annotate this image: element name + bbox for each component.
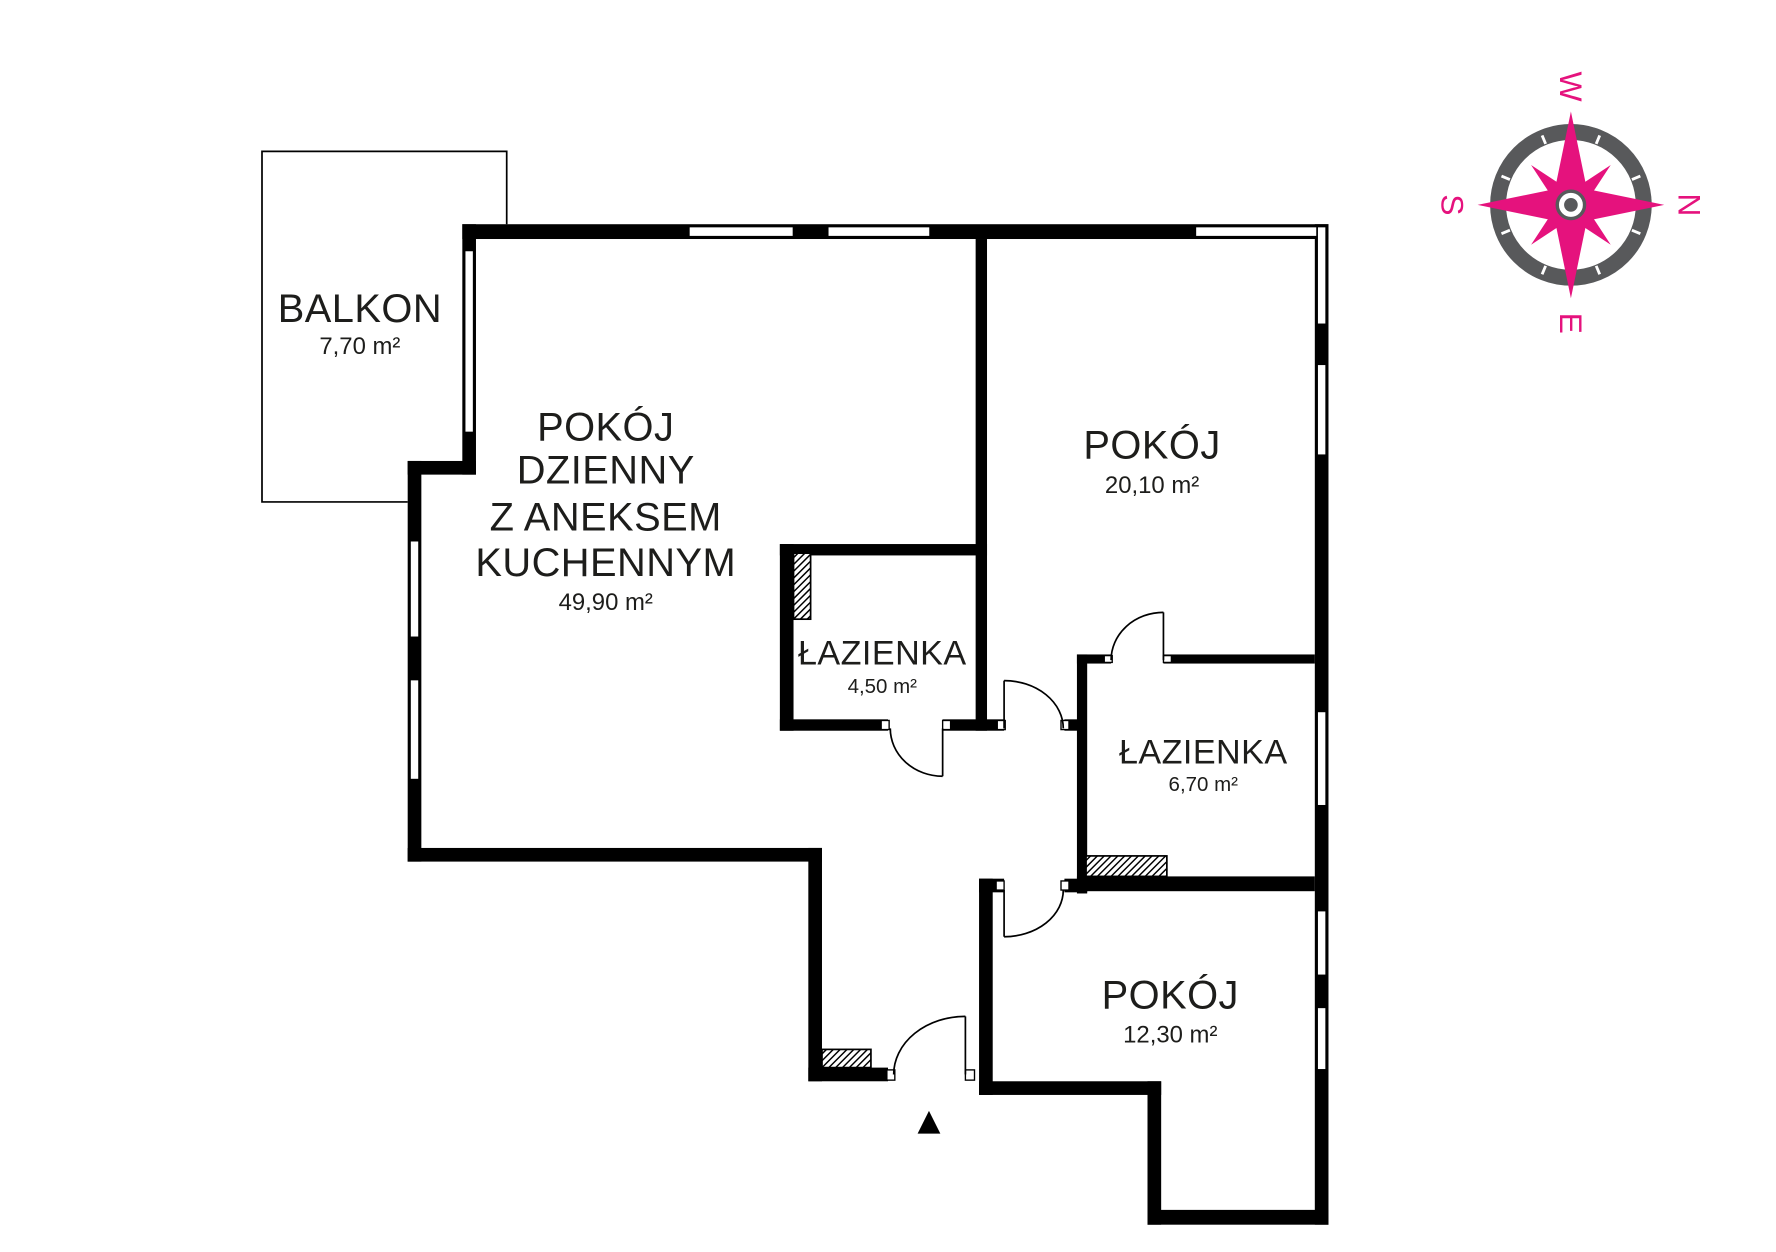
room-area: 4,50 m² <box>848 675 918 698</box>
exterior-wall <box>407 460 476 475</box>
room-label-bathroom-small: ŁAZIENKA 4,50 m² <box>798 635 967 698</box>
door-bathroom-small <box>889 728 944 778</box>
ventilation-shaft <box>821 1048 872 1069</box>
door-bathroom-large <box>1110 611 1165 661</box>
ventilation-shaft <box>1085 855 1168 878</box>
shaft-outline <box>792 552 812 621</box>
interior-wall <box>779 544 988 556</box>
interior-wall <box>1076 654 1088 894</box>
door-jamb <box>996 719 1006 731</box>
door-jamb <box>1060 880 1070 891</box>
interior-wall <box>1076 654 1112 664</box>
door-entrance <box>892 1015 967 1075</box>
window <box>826 225 931 238</box>
compass-ticks <box>1500 134 1641 275</box>
compass-west: W <box>1553 71 1589 101</box>
hatch-icon <box>821 1048 872 1069</box>
door-jamb <box>995 880 1005 891</box>
window <box>463 249 475 434</box>
door-room-20 <box>1003 679 1065 729</box>
room-area: 7,70 m² <box>319 333 400 360</box>
exterior-wall <box>979 878 993 1095</box>
door-jamb <box>941 719 952 731</box>
ventilation-shaft <box>792 552 812 621</box>
room-label-bathroom-large: ŁAZIENKA 6,70 m² <box>1119 734 1288 796</box>
window <box>1316 710 1328 807</box>
window <box>1316 363 1328 457</box>
door-swing-arc <box>889 728 943 778</box>
room-area: 20,10 m² <box>1105 472 1199 499</box>
door-jamb <box>1162 654 1173 664</box>
room-name: POKÓJ <box>537 404 674 449</box>
room-name: ŁAZIENKA <box>798 635 967 673</box>
window <box>409 678 420 781</box>
room-label-room-12: POKÓJ 12,30 m² <box>1102 972 1239 1048</box>
shaft-outline <box>821 1048 872 1069</box>
room-label-balcony: BALKON 7,70 m² <box>278 287 442 360</box>
exterior-wall <box>808 847 822 1082</box>
window <box>1316 1006 1328 1071</box>
room-name: KUCHENNYM <box>475 541 736 585</box>
interior-wall <box>1163 654 1315 664</box>
window <box>1316 225 1328 326</box>
windows <box>409 225 1328 1071</box>
door-swing-arc <box>1004 890 1065 938</box>
room-name: DZIENNY <box>517 449 695 493</box>
interior-wall <box>975 239 988 731</box>
window <box>1316 909 1328 977</box>
door-jamb <box>1060 719 1070 731</box>
exterior-wall <box>1147 1209 1329 1225</box>
hatch-icon <box>1085 855 1168 877</box>
interior-wall <box>779 719 888 731</box>
door-room-12 <box>1003 890 1065 938</box>
window <box>1194 225 1328 238</box>
interior-walls <box>779 239 1315 894</box>
room-area: 49,90 m² <box>559 589 653 616</box>
compass-north: N <box>1671 193 1707 216</box>
compass-center-dot <box>1564 198 1578 212</box>
room-area: 12,30 m² <box>1123 1022 1217 1049</box>
window <box>409 539 420 639</box>
exterior-wall <box>979 1081 1162 1095</box>
door-jamb <box>964 1069 976 1081</box>
balcony-outline <box>261 150 508 503</box>
room-name: BALKON <box>278 287 442 331</box>
door-jamb <box>880 719 890 731</box>
door-jambs <box>880 654 1173 1081</box>
room-name: POKÓJ <box>1102 972 1239 1017</box>
exterior-wall <box>407 460 422 862</box>
room-name: Z ANEKSEM <box>490 495 722 539</box>
hatch-icon <box>793 552 812 620</box>
door-swing-arc <box>892 1015 966 1075</box>
door-jamb <box>886 1069 896 1081</box>
interior-wall <box>1064 878 1088 893</box>
room-area: 6,70 m² <box>1169 773 1239 796</box>
compass-east: E <box>1553 313 1589 334</box>
interior-wall <box>1064 719 1087 731</box>
door-swing-arc <box>1110 611 1164 661</box>
door-swing-arc <box>1004 679 1065 729</box>
exterior-wall <box>407 847 822 862</box>
door-jamb <box>1103 654 1113 664</box>
room-label-living-room: POKÓJ DZIENNY Z ANEKSEM KUCHENNYM 49,90 … <box>475 404 736 616</box>
compass-rose-icon: N E S W <box>1435 71 1708 333</box>
room-name: POKÓJ <box>1083 423 1220 468</box>
interior-wall <box>942 719 1005 731</box>
interior-wall <box>1076 876 1315 892</box>
room-name: ŁAZIENKA <box>1119 734 1288 772</box>
window <box>687 225 795 238</box>
interior-wall <box>779 544 794 731</box>
exterior-wall <box>1147 1081 1162 1225</box>
room-label-room-20: POKÓJ 20,10 m² <box>1083 423 1220 499</box>
compass-south: S <box>1435 194 1471 215</box>
exterior-wall <box>808 1067 888 1082</box>
entrance-arrow-icon <box>917 1110 941 1134</box>
